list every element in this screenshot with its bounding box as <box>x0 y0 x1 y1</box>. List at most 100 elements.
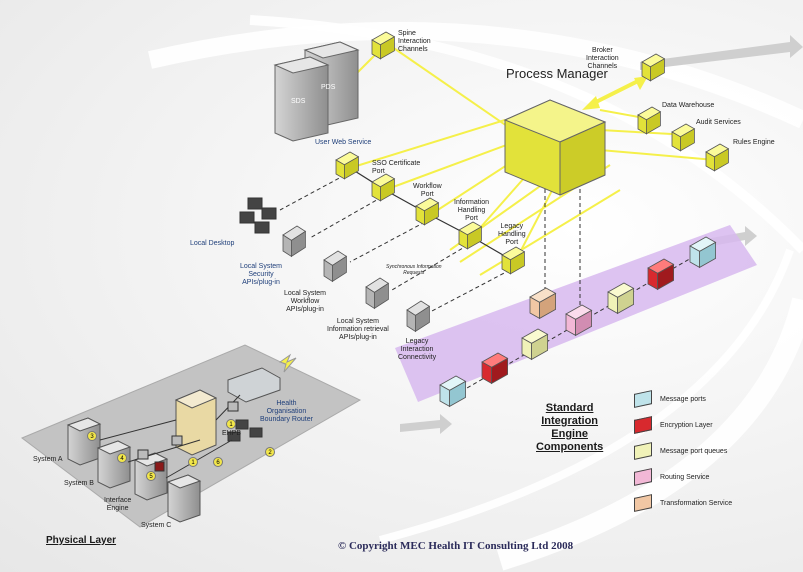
spine-channels-label: Spine Interaction Channels <box>398 30 431 53</box>
sie-title: Standard Integration Engine Components <box>536 402 604 453</box>
system-b-server <box>96 440 132 489</box>
pds-label: PDS <box>321 84 336 91</box>
svg-text:5: 5 <box>149 474 153 480</box>
workflow-port-cube <box>415 197 440 226</box>
sie-encryption-2 <box>647 258 675 291</box>
data-warehouse-cube <box>637 106 662 135</box>
badge-6: 6 <box>213 457 223 467</box>
ls-workflow-cube <box>323 250 348 283</box>
sie-queue-2 <box>607 282 635 315</box>
sso-port-label: SSO Certificate Port <box>372 160 421 175</box>
system-c-label: System C <box>141 522 172 529</box>
svg-text:4: 4 <box>120 456 124 462</box>
sso-port-cube <box>371 173 396 202</box>
router-device <box>227 367 281 403</box>
audit-services-cube <box>671 123 696 152</box>
ehpb-label: EHPB <box>222 430 242 437</box>
dashed-links <box>279 174 581 313</box>
svg-text:1: 1 <box>229 422 233 428</box>
badge-1: 1 <box>188 457 198 467</box>
rules-engine-cube <box>705 143 730 172</box>
legacy-port-cube <box>501 246 526 275</box>
legend: Message ports Encryption Layer Message p… <box>634 390 794 522</box>
sie-message-port-2 <box>689 236 717 269</box>
ls-info-cube <box>365 277 390 310</box>
system-a-label: System A <box>33 456 63 463</box>
legend-swatch <box>634 390 652 408</box>
physical-layer-title: Physical Layer <box>46 535 117 546</box>
legend-item-queues: Message port queues <box>634 442 727 460</box>
badge-1: 1 <box>226 419 236 429</box>
legend-swatch <box>634 468 652 486</box>
swoosh-2 <box>249 15 803 254</box>
copyright-text: © Copyright MEC Health IT Consulting Ltd… <box>338 540 574 552</box>
svg-text:2: 2 <box>268 450 272 456</box>
badge-3: 3 <box>87 431 97 441</box>
process-manager-box <box>503 99 607 196</box>
legacy-connectivity-cube <box>406 300 431 333</box>
legacy-port-label: Legacy Handling Port <box>498 223 526 246</box>
rules-engine-label: Rules Engine <box>733 139 775 146</box>
info-port-label: Information Handling Port <box>454 199 490 222</box>
sie-routing <box>565 304 593 337</box>
legacy-connectivity-label: Legacy Interaction Connectivity <box>398 338 437 361</box>
info-port-cube <box>458 221 483 250</box>
svg-text:6: 6 <box>216 460 220 466</box>
ls-workflow-label: Local System Workflow APIs/plug-in <box>284 290 327 313</box>
data-warehouse-label: Data Warehouse <box>662 102 715 109</box>
user-web-service-cube <box>335 151 360 180</box>
svg-text:3: 3 <box>90 434 94 440</box>
badge-5: 5 <box>146 471 156 481</box>
yellow-cubes <box>335 31 730 275</box>
local-desktop-label: Local Desktop <box>190 240 235 247</box>
system-b-label: System B <box>64 480 94 487</box>
swoosh-4 <box>378 248 794 544</box>
gray-arrow-bottom <box>400 414 452 434</box>
ls-info-label: Local System Information retrieval APIs/… <box>327 318 389 341</box>
badge-2: 2 <box>265 447 275 457</box>
gray-arrow-top <box>640 35 803 70</box>
interface-engine-label: Interface Engine <box>104 497 132 512</box>
swoosh-1 <box>147 21 803 129</box>
swoosh-3 <box>496 297 803 571</box>
legend-swatch <box>634 494 652 512</box>
firewall-icon <box>154 461 165 472</box>
sie-message-port-1 <box>439 375 467 408</box>
legend-item-transformation: Transformation Service <box>634 494 732 512</box>
audit-services-label: Audit Services <box>696 119 741 126</box>
number-badges: 3 4 5 1 1 2 6 <box>87 419 275 481</box>
legend-item-message-ports: Message ports <box>634 390 706 408</box>
ehpb-server <box>174 389 218 456</box>
ls-security-label: Local System Security APIs/plug-in <box>240 263 283 286</box>
legend-swatch <box>634 442 652 460</box>
svg-text:1: 1 <box>191 460 195 466</box>
sie-transformation <box>529 287 557 320</box>
sync-requests-label: Synchronous Information Requests <box>386 264 442 276</box>
legend-item-routing: Routing Service <box>634 468 709 486</box>
sie-cubes <box>439 236 717 408</box>
workflow-port-label: Workflow Port <box>413 183 442 198</box>
broker-channels-cube <box>641 53 666 82</box>
ls-security-cube <box>282 225 307 258</box>
lightning-icon <box>278 353 297 373</box>
badge-4: 4 <box>117 453 127 463</box>
legend-swatch <box>634 416 652 434</box>
sds-server <box>273 56 330 142</box>
broker-arrow <box>582 76 648 110</box>
process-manager-label: Process Manager <box>506 66 608 81</box>
legend-item-encryption: Encryption Layer <box>634 416 713 434</box>
gray-cubes <box>282 225 431 333</box>
padlock-icons <box>137 401 239 460</box>
sds-label: SDS <box>291 98 306 105</box>
spine-channels-cube <box>371 31 396 60</box>
system-a-server <box>66 417 102 466</box>
system-c-server <box>166 474 202 523</box>
user-web-service-label: User Web Service <box>315 139 372 146</box>
broker-channels-label: Broker Interaction Channels <box>586 47 619 70</box>
desktop-icons <box>227 197 277 442</box>
physical-servers <box>66 367 281 523</box>
sie-queue-1 <box>521 328 549 361</box>
router-label: Health Organisation Boundary Router <box>260 400 313 423</box>
